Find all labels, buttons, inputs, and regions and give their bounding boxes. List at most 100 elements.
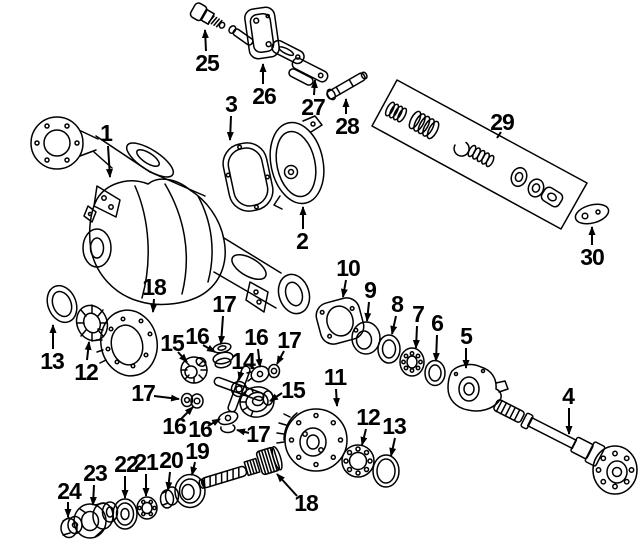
part-pinion-seal [112, 498, 138, 530]
part-number: 13 [382, 413, 406, 439]
leader-line [432, 334, 440, 362]
callout-8: 8 [390, 291, 405, 335]
leader-line [360, 428, 368, 446]
callout-20: 20 [159, 447, 184, 491]
part-number: 13 [40, 348, 64, 374]
part-number: 29 [490, 109, 514, 135]
leader-line [226, 115, 234, 141]
part-gasket-plate [574, 203, 610, 225]
part-number: 20 [159, 447, 183, 473]
callout-4: 4 [562, 383, 576, 435]
part-number: 30 [580, 244, 604, 270]
part-seal-13-left [46, 284, 78, 324]
part-washer-upper-right [267, 363, 281, 379]
part-number: 27 [301, 94, 325, 120]
part-number: 26 [252, 83, 276, 109]
part-number: 21 [134, 449, 159, 475]
part-plate-bracket [288, 57, 329, 86]
part-number: 2 [296, 228, 308, 254]
callout-25: 25 [195, 29, 221, 76]
part-number: 15 [160, 330, 185, 356]
callout-21: 21 [134, 449, 160, 497]
callout-17: 17 [131, 380, 180, 406]
leader-line [236, 428, 250, 436]
leader-line [201, 29, 209, 52]
part-number: 17 [246, 421, 270, 447]
part-bearing-21 [136, 496, 158, 520]
part-number: 16 [188, 416, 212, 442]
part-number: 19 [185, 438, 209, 464]
callout-12: 12 [356, 404, 381, 446]
callout-6: 6 [431, 310, 444, 362]
part-number: 11 [324, 364, 348, 390]
callout-16: 16 [162, 406, 194, 439]
part-pinion-bearing [174, 473, 206, 509]
callout-29: 29 [490, 109, 515, 139]
part-cover-gasket [222, 142, 274, 212]
part-number: 18 [294, 490, 319, 516]
callout-24: 24 [57, 478, 83, 518]
part-bearing-9 [351, 321, 381, 355]
callout-16: 16 [185, 323, 216, 353]
callout-23: 23 [83, 460, 108, 506]
leader-line [165, 471, 173, 491]
part-number: 12 [74, 359, 98, 385]
part-number: 12 [356, 404, 380, 430]
callout-19: 19 [185, 438, 210, 476]
part-number: 17 [212, 291, 236, 317]
part-number: 16 [185, 323, 209, 349]
callout-30: 30 [580, 226, 605, 270]
callout-1: 1 [100, 120, 114, 178]
leader-line [177, 351, 188, 363]
part-axle-shaft [493, 399, 638, 495]
part-axle-housing [30, 116, 311, 315]
part-number: 14 [231, 348, 256, 374]
callout-18: 18 [142, 274, 168, 313]
part-seal-13-right [372, 454, 400, 488]
part-number: 4 [562, 383, 575, 409]
part-number: 23 [83, 460, 107, 486]
callout-2: 2 [296, 206, 309, 254]
part-number: 10 [336, 255, 360, 281]
leader-line [496, 131, 502, 139]
callout-13: 13 [40, 324, 65, 374]
callout-16: 16 [244, 324, 269, 368]
leader-line [412, 325, 420, 349]
leader-line [255, 348, 263, 368]
part-number: 22 [114, 451, 138, 477]
callout-12: 12 [74, 341, 99, 385]
part-ring-gear [95, 309, 158, 377]
leader-line [89, 484, 97, 506]
part-pinion-flange [73, 501, 119, 539]
part-number: 5 [460, 323, 473, 349]
leader-line [276, 473, 298, 497]
callout-15: 15 [269, 377, 307, 403]
part-number: 18 [142, 274, 167, 300]
part-number: 7 [412, 301, 424, 327]
part-race-8 [377, 334, 401, 364]
kit-spring-small [467, 144, 495, 168]
kit-spring-large [384, 101, 440, 140]
part-bearing-7 [399, 347, 425, 377]
callout-9: 9 [364, 277, 377, 322]
part-washers-left-pair [180, 392, 204, 409]
callout-18: 18 [276, 473, 320, 516]
part-number: 16 [162, 413, 186, 439]
callout-16: 16 [188, 416, 221, 442]
callout-15: 15 [160, 330, 188, 363]
part-pin [326, 71, 368, 101]
part-number: 16 [244, 324, 268, 350]
callout-7: 7 [412, 301, 425, 349]
part-breather-vent [189, 2, 226, 29]
leader-line [340, 279, 348, 298]
part-nut [60, 515, 83, 539]
part-number: 9 [364, 277, 376, 303]
part-number: 17 [277, 327, 301, 353]
leader-line [390, 315, 398, 335]
leader-line [276, 350, 285, 365]
leader-line [218, 315, 226, 345]
part-service-kit [371, 79, 588, 230]
callout-11: 11 [324, 364, 348, 407]
